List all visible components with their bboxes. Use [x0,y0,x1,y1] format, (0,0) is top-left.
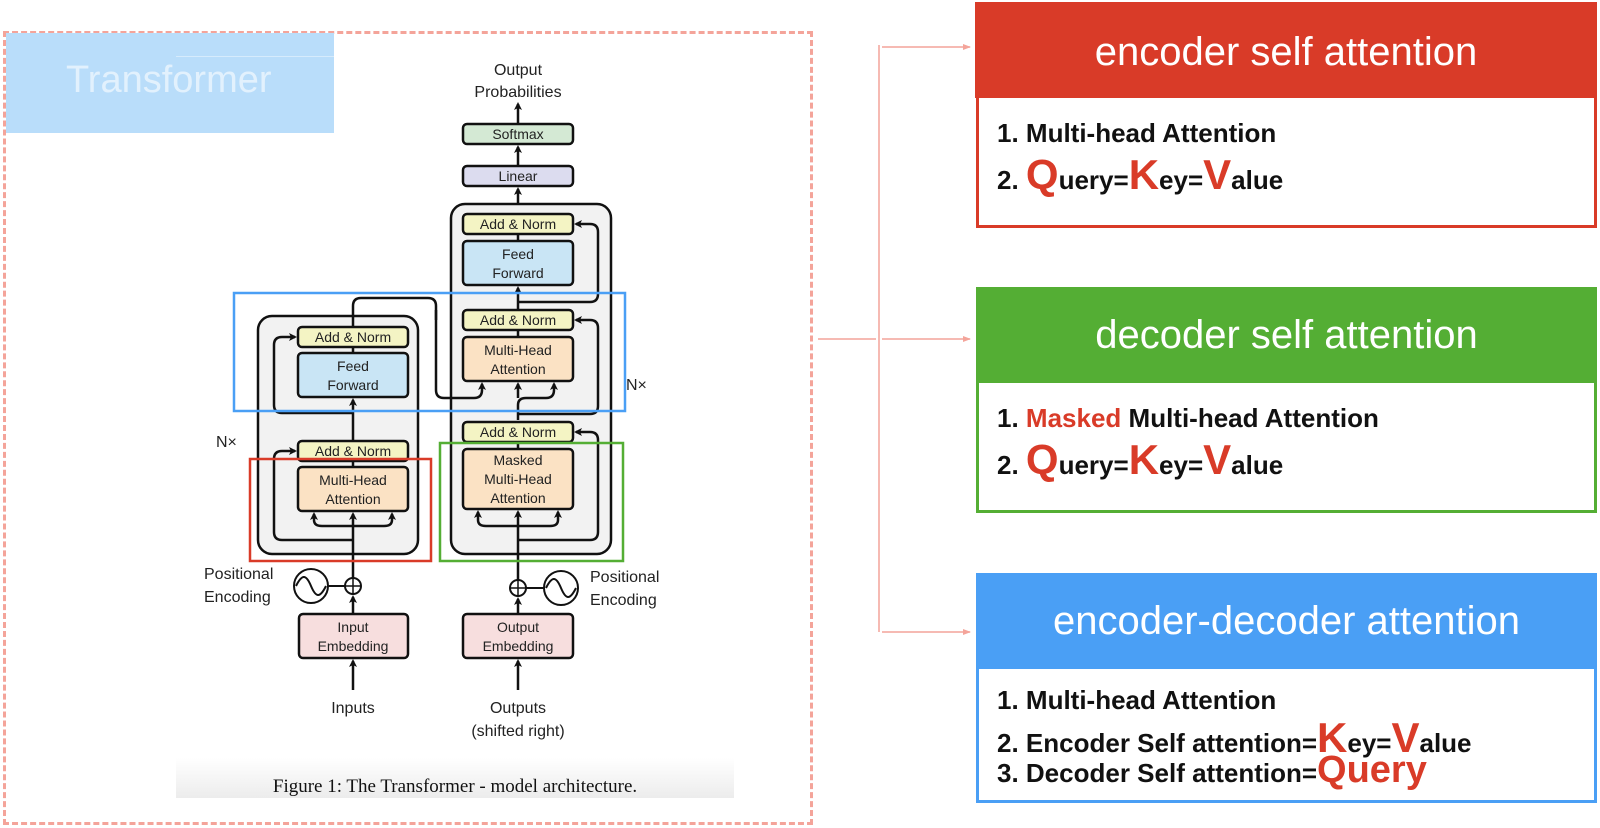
encoder-add-norm-top-label: Add & Norm [315,329,391,345]
encoder-self-attention-block [296,465,410,513]
figure-frame [3,31,813,825]
slide-title: Transformer [66,59,272,101]
key-rest: ey= [1159,165,1204,195]
card-body: 1. Multi-head Attention 2. Encoder Self … [976,669,1597,803]
decoder-self-attention-highlight [438,441,625,563]
query-highlight: Query [1317,749,1427,791]
card-item-1: 1. Multi-head Attention [997,118,1277,148]
value-initial: V [1203,151,1232,198]
card-encoder-self-attention: encoder self attention 1. Multi-head Att… [975,2,1597,228]
encoder-feed-forward [296,351,410,399]
item-prefix: 2. Encoder Self attention= [997,728,1318,758]
value-rest: alue [1231,450,1284,480]
item-rest: Multi-head Attention [1121,403,1379,433]
output-probabilities-label-1: Output [494,62,543,79]
masked-highlight: Masked [1025,403,1122,433]
value-rest: alue [1419,728,1472,758]
input-embedding-block [297,612,410,660]
decoder-pos-enc-label-2: Encoding [590,592,657,609]
item-prefix: 1. [997,403,1026,433]
card-item-1: 1. Multi-head Attention [997,685,1277,715]
decoder-feed-forward-label-2: Forward [492,265,543,281]
item-prefix: 2. [997,165,1026,195]
connector-lines [818,44,971,635]
encoder-repeat-label: N× [216,434,237,451]
card-item-2: 2. Query=Key=Value [997,154,1576,196]
decoder-masked-attention [461,447,575,511]
value-rest: alue [1231,165,1284,195]
encoder-feed-forward-label-2: Forward [327,377,378,393]
encoder-add-norm-bottom-label: Add & Norm [315,443,391,459]
card-title: encoder-decoder attention [976,573,1597,669]
encoder-attention-label-2: Attention [325,491,380,507]
card-item-2: 2. Query=Key=Value [997,439,1576,481]
outputs-label: Outputs [490,700,546,717]
inputs-label: Inputs [331,700,375,717]
decoder-add-norm-top-label: Add & Norm [480,216,556,232]
decoder-feed-forward [461,239,575,287]
decoder-cross-attention-label-1: Multi-Head [484,342,552,358]
card-body: 1. Masked Multi-head Attention 2. Query=… [976,383,1597,513]
encoder-stack [256,314,420,556]
card-item-3: 3. Decoder Self attention=Query [997,751,1576,789]
outputs-shifted-label: (shifted right) [471,723,564,740]
query-initial: Q [1025,436,1059,483]
input-embedding-label-1: Input [337,619,368,635]
query-rest: uery= [1058,165,1129,195]
query-initial: Q [1025,151,1059,198]
value-initial: V [1203,436,1232,483]
encoder-attention-label-1: Multi-Head [319,472,387,488]
card-item-1: 1. Masked Multi-head Attention [997,397,1576,439]
masked-attention-label-1: Masked [493,452,542,468]
card-body: 1. Multi-head Attention 2. Query=Key=Val… [976,98,1597,228]
softmax-label: Softmax [492,126,543,142]
figure-caption: Figure 1: The Transformer - model archit… [272,776,638,797]
decoder-cross-attention-label-2: Attention [490,361,545,377]
key-initial: K [1317,714,1348,761]
item-prefix: 2. [997,450,1026,480]
output-embedding-block [461,612,575,660]
key-rest: ey= [1159,450,1204,480]
caption-band [176,758,734,798]
value-initial: V [1391,714,1420,761]
decoder-add-norm-bottom-label: Add & Norm [480,424,556,440]
softmax-block [461,122,575,146]
key-rest: ey= [1347,728,1392,758]
input-embedding-label-2: Embedding [318,638,389,654]
encoder-pos-enc-label-2: Encoding [204,589,271,606]
transformer-diagram: Output Probabilities Softmax Linear Add … [204,62,659,740]
decoder-pos-enc-label-1: Positional [590,569,659,586]
query-rest: uery= [1058,450,1129,480]
key-initial: K [1128,151,1160,198]
item-prefix: 3. Decoder Self attention= [997,758,1318,788]
masked-attention-label-3: Attention [490,490,545,506]
title-banner: Transformer [6,33,334,133]
decoder-add-norm-mid-label: Add & Norm [480,312,556,328]
decoder-cross-attention [461,335,575,383]
key-initial: K [1128,436,1160,483]
card-item-2: 2. Encoder Self attention=Key=Value [997,717,1576,759]
card-encoder-decoder-attention: encoder-decoder attention 1. Multi-head … [976,573,1597,803]
enc-dec-attention-highlight [232,291,627,413]
masked-attention-label-2: Multi-Head [484,471,552,487]
encoder-feed-forward-label-1: Feed [337,358,369,374]
output-embedding-label-1: Output [497,619,539,635]
decoder-repeat-label: N× [626,377,647,394]
encoder-pos-enc-label-1: Positional [204,566,273,583]
card-decoder-self-attention: decoder self attention 1. Masked Multi-h… [976,287,1597,513]
linear-block [461,164,575,188]
output-probabilities-label-2: Probabilities [474,84,561,101]
card-title: encoder self attention [975,2,1597,98]
output-embedding-label-2: Embedding [483,638,554,654]
encoder-self-attention-highlight [248,457,433,563]
card-title: decoder self attention [976,287,1597,383]
linear-label: Linear [499,168,538,184]
decoder-feed-forward-label-1: Feed [502,246,534,262]
title-divider [176,56,334,57]
